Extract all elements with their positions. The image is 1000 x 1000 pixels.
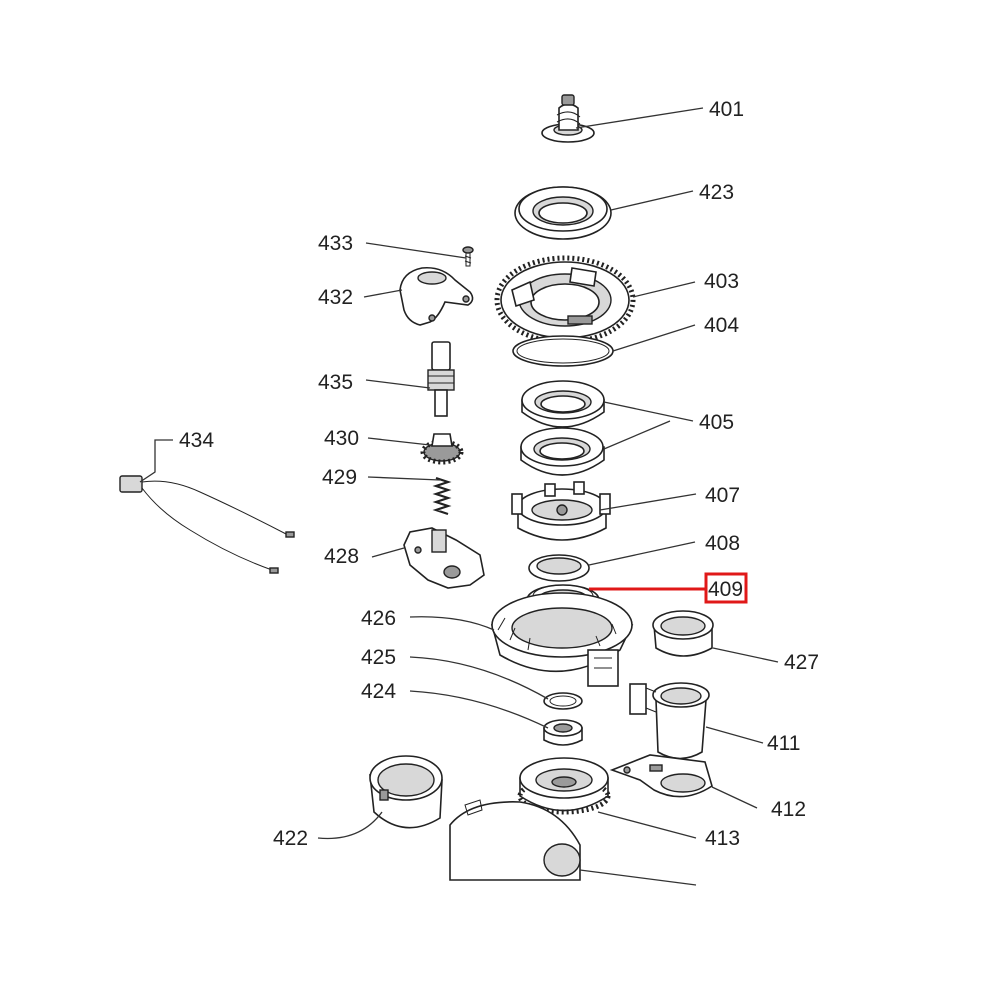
- part-428: [403, 527, 485, 589]
- callout-426: 426: [361, 607, 396, 630]
- callout-403: 403: [704, 270, 739, 293]
- part-407: [511, 481, 611, 541]
- part-435: [427, 341, 455, 417]
- callout-435: 435: [318, 371, 353, 394]
- callout-412: 412: [771, 798, 806, 821]
- leader-lines: [139, 107, 779, 886]
- part-430: [420, 433, 464, 465]
- part-411: [629, 682, 710, 760]
- callout-427: 427: [784, 651, 819, 674]
- part-401: [541, 94, 595, 143]
- callout-408: 408: [705, 532, 740, 555]
- part-427: [652, 610, 714, 657]
- part-423: [514, 186, 612, 240]
- part-429: [432, 476, 452, 516]
- part-425: [543, 692, 583, 710]
- part-433: [462, 246, 474, 267]
- callout-413: 413: [705, 827, 740, 850]
- callout-434: 434: [179, 429, 214, 452]
- callout-430: 430: [324, 427, 359, 450]
- part-405-upper: [521, 380, 605, 428]
- part-413: [517, 757, 611, 815]
- part-426: [490, 592, 634, 687]
- callout-401: 401: [709, 98, 744, 121]
- part-434: [119, 475, 295, 574]
- part-432: [399, 266, 474, 326]
- part-422: [369, 755, 443, 829]
- callout-428: 428: [324, 545, 359, 568]
- callout-424: 424: [361, 680, 396, 703]
- part-408: [528, 554, 590, 582]
- callout-432: 432: [318, 286, 353, 309]
- part-424: [543, 719, 583, 746]
- callout-422: 422: [273, 827, 308, 850]
- callout-407: 407: [705, 484, 740, 507]
- part-403: [494, 255, 636, 345]
- callout-425: 425: [361, 646, 396, 669]
- callout-405: 405: [699, 411, 734, 434]
- callout-411: 411: [767, 732, 800, 755]
- callout-433: 433: [318, 232, 353, 255]
- callout-labels: 401 423 403 404 405 407 408 409 427 411 …: [179, 98, 819, 850]
- callout-404: 404: [704, 314, 739, 337]
- part-405-lower: [520, 427, 605, 476]
- part-404: [512, 335, 614, 367]
- callout-409: 409: [708, 578, 743, 601]
- callout-429: 429: [322, 466, 357, 489]
- part-motor: [449, 799, 581, 881]
- part-412: [609, 754, 713, 798]
- callout-423: 423: [699, 181, 734, 204]
